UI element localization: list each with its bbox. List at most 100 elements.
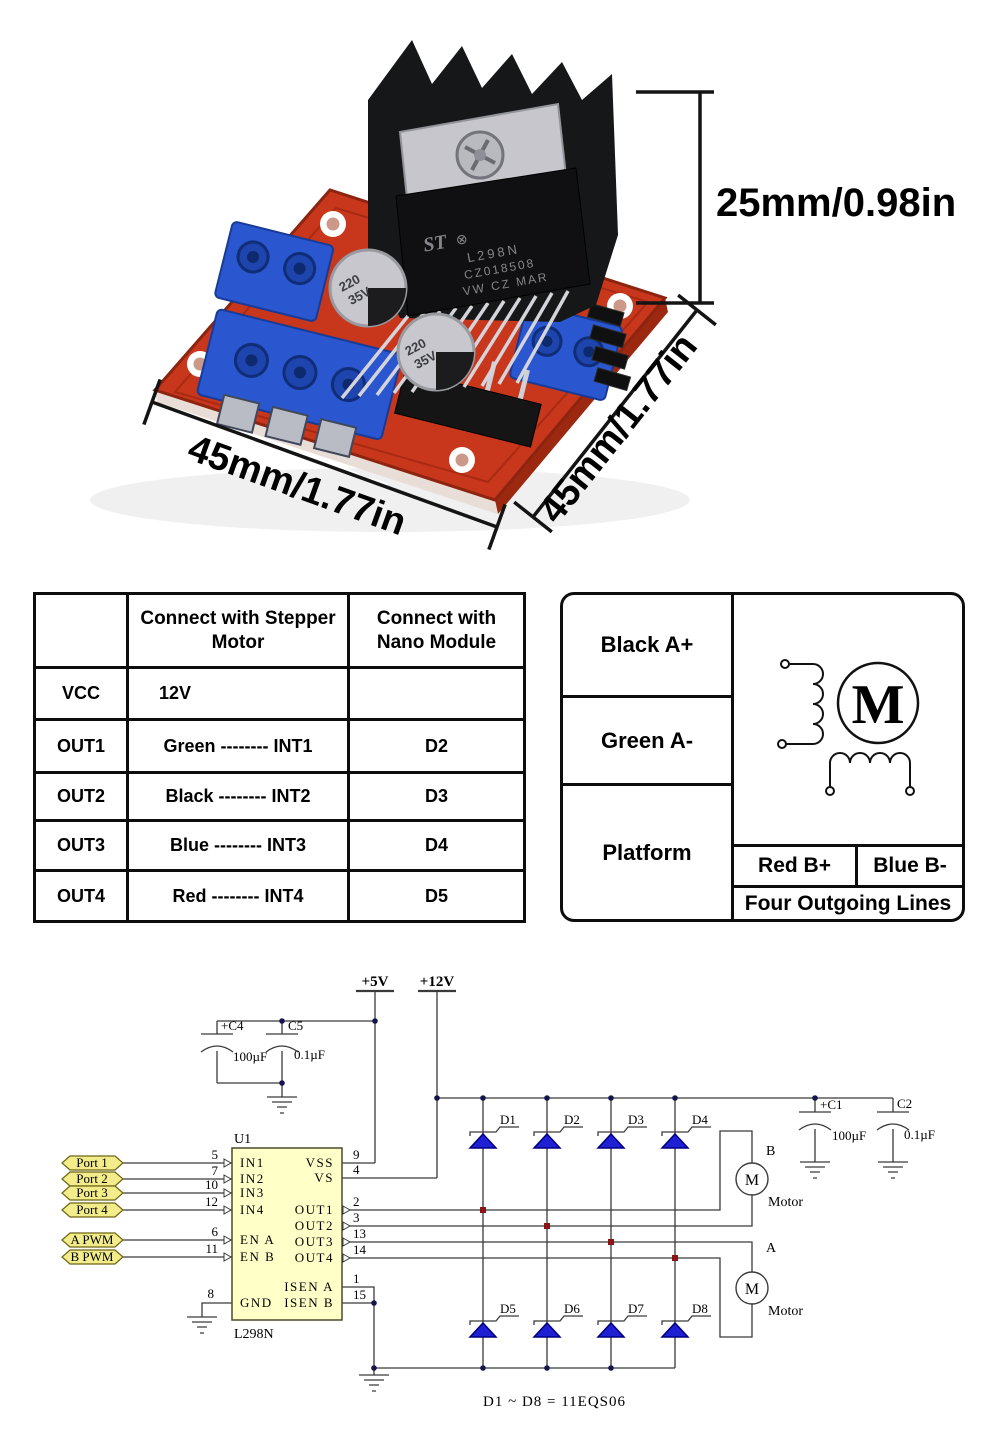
table-row: OUT4 Red -------- INT4 D5 xyxy=(33,869,526,923)
cell-stepper: Blue -------- INT3 xyxy=(126,819,350,872)
port-tag-label: A PWM xyxy=(71,1232,114,1247)
l298n-schematic: D1 D2 D3 D4 D5 D6 D7 D8 U1 L298N IN1 IN2… xyxy=(61,974,935,1410)
wiring-panel-left-column: Black A+ Green A- Platform xyxy=(563,595,734,919)
pin-number: 9 xyxy=(353,1147,360,1162)
motor-label: Motor xyxy=(768,1195,803,1210)
motor-a: M A Motor xyxy=(735,1241,803,1319)
port-tag-label: B PWM xyxy=(71,1249,114,1264)
ic-pin-name: EN B xyxy=(240,1249,275,1264)
smd-diodes xyxy=(586,302,632,392)
motor-symbol: M xyxy=(745,1172,759,1189)
board-shadow xyxy=(90,468,690,532)
cell-pin: OUT2 xyxy=(33,771,129,822)
ic-l298n: U1 L298N IN1 IN2 IN3 IN4 EN A EN B GND V… xyxy=(205,1132,367,1342)
pin-number: 10 xyxy=(205,1177,218,1192)
pin-number: 5 xyxy=(212,1147,219,1162)
wiring-panel-right-column: M Red B+ Blue B- Four Outgoing Lines xyxy=(734,595,962,919)
cap-name: +C4 xyxy=(221,1018,244,1033)
header-stepper: Connect with Stepper Motor xyxy=(126,592,350,669)
diode-label: D7 xyxy=(628,1301,644,1316)
stepper-motor-figure: M xyxy=(734,595,962,844)
capacitor-cylinder: 220 35V xyxy=(328,248,408,328)
ic-pin-name: IN1 xyxy=(240,1155,265,1170)
pin-number: 6 xyxy=(212,1224,219,1239)
ic-pin-name: OUT4 xyxy=(295,1250,334,1265)
cell-nano: D3 xyxy=(347,771,526,822)
pin-number: 15 xyxy=(353,1287,366,1302)
pin-number: 2 xyxy=(353,1194,360,1209)
pin-number: 3 xyxy=(353,1210,360,1225)
ic-part-number: L298N xyxy=(234,1327,274,1342)
pin-number: 14 xyxy=(353,1242,367,1257)
height-dimension-label: 25mm/0.98in xyxy=(716,181,956,225)
cap-value: 0.1µF xyxy=(904,1127,935,1142)
capacitor-labels: +C4 100µF C5 0.1µF +C1 100µF C2 0.1µF xyxy=(221,1018,935,1143)
ic-pin-name: IN2 xyxy=(240,1171,265,1186)
cell-pin: OUT1 xyxy=(33,718,129,774)
wiring-panel: Black A+ Green A- Platform M xyxy=(560,592,965,922)
cap-name: C2 xyxy=(897,1096,912,1111)
pin-number: 12 xyxy=(205,1194,218,1209)
ic-pin-name: ISEN A xyxy=(284,1279,334,1294)
ic-pin-name: VSS xyxy=(306,1155,334,1170)
ic-pin-name: OUT3 xyxy=(295,1234,334,1249)
wire-label-green-a: Green A- xyxy=(563,698,731,786)
terminal-block-3pin xyxy=(196,308,403,459)
header-pin xyxy=(33,592,129,669)
pin-number: 1 xyxy=(353,1271,360,1286)
diode-label: D1 xyxy=(500,1112,516,1127)
chip-logo-mark: ⊗ xyxy=(455,230,469,248)
pin-number: 8 xyxy=(208,1286,215,1301)
cap-value: 100µF xyxy=(233,1049,267,1064)
cap-name: C5 xyxy=(288,1018,303,1033)
motor-tag: A xyxy=(766,1241,777,1256)
ic-designator: U1 xyxy=(234,1132,251,1147)
ic-pin-name: IN4 xyxy=(240,1202,265,1217)
coil-a xyxy=(777,659,824,749)
height-dimension-line xyxy=(636,90,714,305)
power-label-12v: +12V xyxy=(420,974,455,990)
motor-label: Motor xyxy=(768,1304,803,1319)
wire-label-platform: Platform xyxy=(602,839,692,865)
cell-stepper: Red -------- INT4 xyxy=(126,869,350,923)
st-logo: ST xyxy=(421,231,449,257)
diode-label: D2 xyxy=(564,1112,580,1127)
table-row: OUT2 Black -------- INT2 D3 xyxy=(33,771,526,822)
connection-table: Connect with Stepper Motor Connect with … xyxy=(33,592,526,923)
terminal-block-2pin-left xyxy=(214,221,335,322)
ic-pin-name: GND xyxy=(240,1295,273,1310)
header-nano: Connect with Nano Module xyxy=(347,592,526,669)
table-row: VCC 12V xyxy=(33,666,526,721)
motor-tag: B xyxy=(766,1144,775,1159)
product-photo-illustration: ST ⊗ L298N CZ018508 VW CZ MAR 220 35V 22… xyxy=(90,40,956,551)
port-tag-label: Port 4 xyxy=(76,1202,108,1217)
motor-letter: M xyxy=(852,674,905,736)
cap-name: +C1 xyxy=(820,1097,843,1112)
diode-label: D3 xyxy=(628,1112,644,1127)
power-label-5v: +5V xyxy=(362,974,389,990)
pin-arrows xyxy=(223,1158,352,1263)
capacitor-cylinder: 220 35V xyxy=(396,312,476,392)
cell-pin: OUT4 xyxy=(33,869,129,923)
cell-nano xyxy=(347,666,526,721)
pin-number: 11 xyxy=(205,1241,218,1256)
cell-stepper: Black -------- INT2 xyxy=(126,771,350,822)
pin-number: 13 xyxy=(353,1226,366,1241)
four-outgoing-lines-label: Four Outgoing Lines xyxy=(734,885,962,919)
port-tag-label: Port 2 xyxy=(76,1171,107,1186)
motor-circle xyxy=(836,661,920,745)
motor-b: M B Motor xyxy=(735,1144,803,1210)
ic-pin-name: OUT1 xyxy=(295,1202,334,1217)
table-header-row: Connect with Stepper Motor Connect with … xyxy=(33,592,526,669)
width-dimension-line-right xyxy=(513,293,717,534)
pin-number: 4 xyxy=(353,1162,360,1177)
chip-screw xyxy=(455,130,505,180)
motor-symbol: M xyxy=(745,1281,759,1298)
ic-pin-name: EN A xyxy=(240,1232,275,1247)
cell-pin: VCC xyxy=(33,666,129,721)
cap-value: 0.1µF xyxy=(294,1047,325,1062)
table-row: OUT3 Blue -------- INT3 D4 xyxy=(33,819,526,872)
diode-label: D5 xyxy=(500,1301,516,1316)
junction-dots xyxy=(279,1018,818,1371)
